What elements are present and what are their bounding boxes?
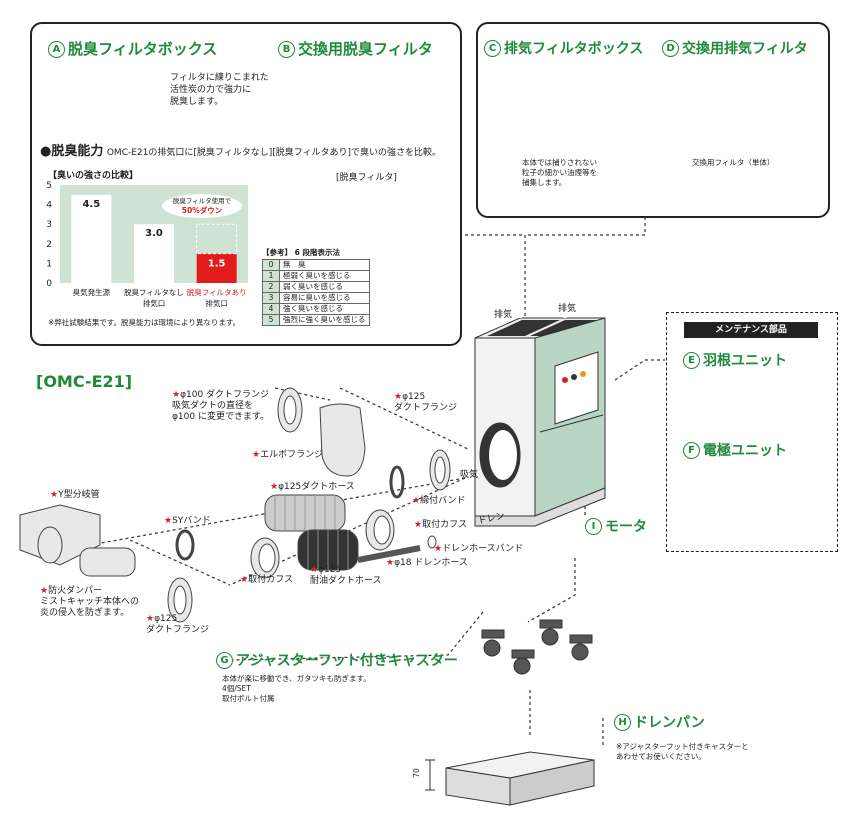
exhaust-option-panel — [476, 22, 830, 218]
part-drain-hose: ★φ18 ドレンホース — [386, 558, 468, 568]
caster-illustration — [481, 619, 593, 675]
filter-label: [脱臭フィルタ] — [336, 173, 397, 183]
exhaust-label-left: 排気 — [494, 310, 513, 320]
maintenance-panel — [666, 312, 838, 552]
deodor-option-panel — [30, 22, 462, 346]
main-unit-illustration — [474, 297, 606, 527]
part-elbow: ★エルボフランジ — [252, 450, 324, 460]
part-hose125: ★φ125ダクトホース — [270, 482, 355, 492]
chart-footnote: ※弊社試験結果です。脱臭能力は環境により異なります。 — [48, 318, 241, 327]
exhaust-label-right: 排気 — [558, 304, 577, 314]
part-drain-band: ★ドレンホースバンド — [434, 544, 524, 554]
part-damper: ★防火ダンパーミストキャッチ本体への炎の侵入を防ぎます。 — [40, 586, 140, 618]
drainpan-note: ※アジャスターフット付きキャスターとあわせてお使いください。 — [616, 742, 749, 761]
duct-parts-illustration — [19, 387, 451, 623]
part-band: ★締付バンド — [412, 496, 466, 506]
part-cuff-left: ★取付カフス — [240, 575, 294, 585]
model-name: [OMC-E21] — [36, 372, 133, 391]
part-cuff-right: ★取付カフス — [414, 520, 468, 530]
ability-heading: ●脱臭能力 OMC-E21の排気口に[脱臭フィルタなし][脱臭フィルタあり]で臭… — [40, 144, 442, 159]
intake-label: 吸気 — [460, 470, 479, 480]
scale-title: 【参考】 6 段階表示法 — [262, 248, 340, 257]
deodor-box-desc: フィルタに練りこまれた活性炭の力で強力に脱臭します。 — [170, 73, 269, 107]
exhaust-filter-desc: 交換用フィルタ（単体） — [692, 158, 775, 167]
maint-title: メンテナンス部品 — [684, 322, 818, 338]
part-sy-band: ★SYバンド — [164, 516, 211, 526]
drain-pan-illustration — [425, 751, 595, 806]
part-y-pipe: ★Y型分岐管 — [50, 490, 100, 500]
drainpan-dim: 70 — [411, 768, 421, 778]
chart-title: 【臭いの強さの比較】 — [48, 171, 139, 181]
exhaust-box-desc: 本体では捕りされない粒子の細かい油煙等を捕集します。 — [522, 158, 597, 187]
